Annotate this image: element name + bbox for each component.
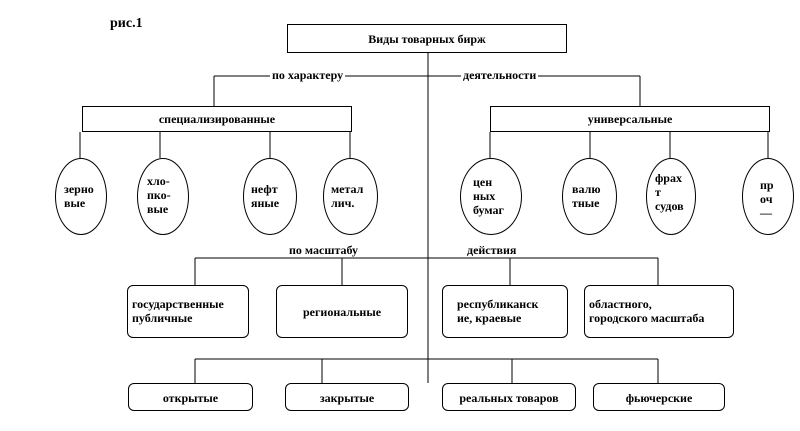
criterion-action: действия xyxy=(465,243,519,257)
specialized-item-cotton: хло- пко- вые xyxy=(137,158,189,235)
action-type-open: открытые xyxy=(128,383,253,411)
specialized-item-label: метал лич. xyxy=(331,182,364,210)
specialized-item-metal: метал лич. xyxy=(323,158,378,235)
action-type-closed: закрытые xyxy=(285,383,409,411)
action-type-label: открытые xyxy=(162,391,219,405)
scale-type-republican: республиканск ие, краевые xyxy=(442,285,568,338)
scale-type-label: государственные публичные xyxy=(132,297,224,325)
action-type-real-goods: реальных товаров xyxy=(442,383,576,411)
criterion-scale: по масштабу xyxy=(287,243,361,257)
specialized-item-label: зерно вые xyxy=(64,182,94,210)
scale-type-state: государственные публичные xyxy=(127,285,249,338)
scale-type-label: областного, городского масштаба xyxy=(589,297,705,325)
scale-type-label: республиканск ие, краевые xyxy=(457,297,539,325)
specialized-item-grain: зерно вые xyxy=(55,158,107,235)
specialized-label: специализированные xyxy=(158,112,276,126)
scale-type-oblast: областного, городского масштаба xyxy=(584,285,734,338)
figure-label: рис.1 xyxy=(110,16,143,31)
scale-type-label: региональные xyxy=(302,305,382,319)
universal-label: универсальные xyxy=(587,112,673,126)
root-node: Виды товарных бирж xyxy=(287,24,567,53)
universal-item-label: валю тные xyxy=(572,182,601,210)
universal-item-currency: валю тные xyxy=(562,158,617,235)
action-type-futures: фьючерские xyxy=(593,383,725,411)
universal-item-other: пр оч — xyxy=(742,158,794,235)
root-node-label: Виды товарных бирж xyxy=(368,32,486,46)
action-type-label: реальных товаров xyxy=(459,391,559,405)
criterion-character: по характеру xyxy=(270,68,346,82)
criterion-activity: деятельности xyxy=(461,68,539,82)
action-type-label: закрытые xyxy=(319,391,375,405)
universal-item-securities: цен ных бумаг xyxy=(460,158,522,235)
universal-item-label: пр оч — xyxy=(760,178,774,220)
specialized-item-label: нефт яные xyxy=(251,182,280,210)
specialized-node: специализированные xyxy=(82,106,352,132)
universal-item-freight: фрах т судов xyxy=(646,158,696,235)
specialized-item-oil: нефт яные xyxy=(243,158,297,235)
universal-item-label: цен ных бумаг xyxy=(473,175,504,217)
action-type-label: фьючерские xyxy=(625,391,693,405)
scale-type-regional: региональные xyxy=(276,285,408,338)
universal-node: универсальные xyxy=(490,106,770,132)
specialized-item-label: хло- пко- вые xyxy=(147,174,171,216)
universal-item-label: фрах т судов xyxy=(655,171,684,213)
